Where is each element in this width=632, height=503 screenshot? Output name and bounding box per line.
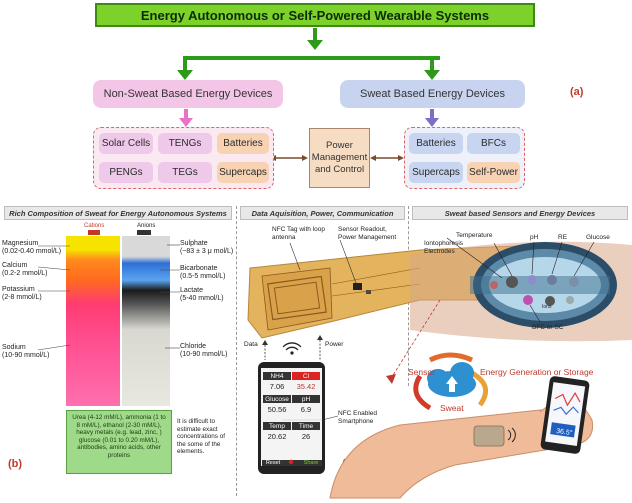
cation-calcium: Calcium(0.2-2 mmol/L) [2,262,48,277]
comm-header: Data Aquisition, Power, Communication [240,206,405,220]
smartphone-label: NFC Enabled Smartphone [338,410,378,425]
phone-cell-value: 7.06 [269,382,285,391]
phone-cell-label: Temp [263,422,291,430]
other-components-box: Urea (4-12 mM/L), ammonia (1 to 8 mM/L),… [66,410,172,474]
phone-cell-label: NH4 [263,372,291,380]
top-connectors [177,28,440,161]
phone-cell-label: pH [292,395,320,403]
phone-cell-value: 50.56 [267,405,287,414]
phone-cell-value: 20.62 [267,432,287,441]
phone-reset-button[interactable]: Reset [265,460,281,466]
anion-chloride: Chloride(10-90 mmol/L) [180,343,228,358]
cation-magnesium: Magnesium(0.02-0.40 mmol/L) [2,240,62,255]
phone-cell-value: 6.9 [300,405,312,414]
nfc-tag-label: NFC Tag with loop antenna [272,226,325,241]
panel-label-a: (a) [570,86,584,98]
cycle-sweat-label: Sweat [440,403,464,413]
device-tegs: TEGs [158,162,212,183]
cation-potassium: Potassium(2-8 mmol/L) [2,286,42,301]
phone-cell-label: Glucose [263,395,291,403]
phone-cell-value: 35.42 [296,382,316,391]
phone-share-button[interactable]: Share [303,460,319,466]
non-sweat-category: Non-Sweat Based Energy Devices [93,80,283,108]
sensor-ions-label: Ions [542,304,552,310]
data-label: Data [244,341,258,348]
device-batteries: Batteries [217,133,269,154]
composition-header: Rich Composition of Sweat for Energy Aut… [4,206,232,220]
cation-tube-cap [88,230,100,235]
sensor-ph-label: pH [530,234,539,241]
sensor-temperature-label: Temperature [456,232,493,239]
anion-sulphate: Sulphate(~83 ± 3 μ mol/L) [180,240,234,255]
panel-label-b: (b) [8,458,23,470]
anion-lactate: Lactate(5-40 mmol/L) [180,287,224,302]
composition-leaders [37,244,180,351]
sensor-glucose-label: Glucose [586,234,610,241]
panel-divider [236,206,237,496]
anion-tube-cap [137,230,151,235]
anions-label: Anions [137,223,156,229]
main-title: Energy Autonomous or Self-Powered Wearab… [95,3,535,27]
sensor-readout-label: Sensor Readout, Power Management [338,226,397,241]
sweat-device-supercaps: Supercaps [409,162,463,183]
cation-sodium: Sodium(10-90 mmol/L) [2,344,50,359]
phone-cell-label: Cl [292,372,320,380]
power-label: Power [325,341,344,348]
sensors-header: Sweat based Sensors and Energy Devices [412,206,628,220]
sweat-device-bfcs: BFCs [467,133,520,154]
cycle-energy-label: Energy Generation or Storage [480,367,594,377]
anion-bicarbonate: Bicarbonate(0.5-5 mmol/L) [180,265,226,280]
device-supercaps: Supercaps [217,162,269,183]
sweat-device-self-power: Self-Power [467,162,520,183]
sensor-ref-label: RE [558,234,568,241]
anion-column [122,236,170,406]
device-solar-cells: Solar Cells [99,133,153,154]
sweat-device-batteries: Batteries [409,133,463,154]
cycle-sensor-label: Sensor [408,367,435,377]
composition-note: It is difficult to estimate exact concen… [177,418,225,456]
device-tengs: TENGs [158,133,212,154]
cations-label: Cations [84,223,105,229]
cation-column [66,236,120,406]
sensor-iontophoresis-label: Iontophoresis Electrodes [424,240,464,255]
sweat-category: Sweat Based Energy Devices [340,80,525,108]
device-pengs: PENGs [99,162,153,183]
power-management-box: Power Management and Control [309,128,370,188]
phone-cell-label: Time [292,422,320,430]
sensor-bfc-label: BFC or SC [532,324,564,331]
phone-cell-value: 26 [301,432,311,441]
